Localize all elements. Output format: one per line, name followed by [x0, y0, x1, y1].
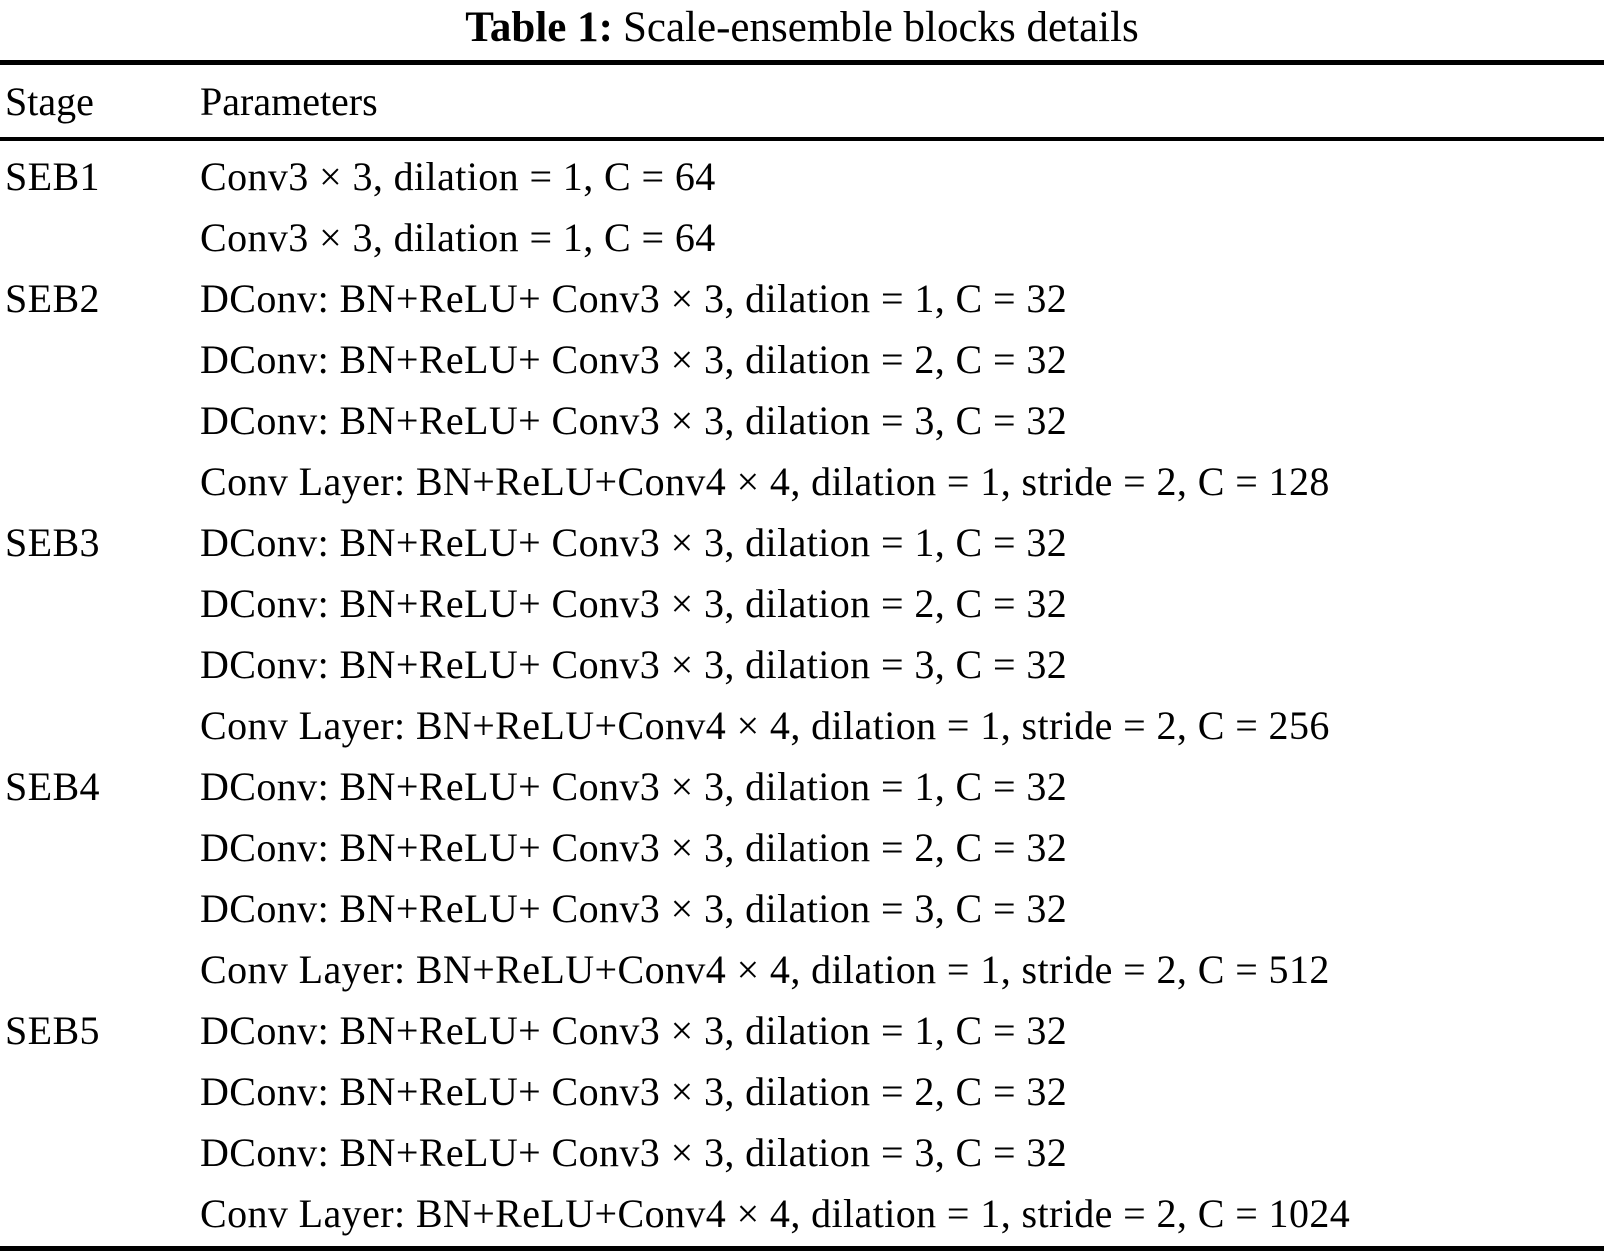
stage-column-header: Stage	[5, 78, 94, 124]
parameter-cell: DConv: BN+ReLU+ Conv3 × 3, dilation = 3,…	[200, 642, 1068, 687]
table-caption-number: Table 1:	[465, 4, 613, 51]
parameter-cell: Conv Layer: BN+ReLU+Conv4 × 4, dilation …	[200, 947, 1330, 992]
table-row: SEB1 Conv3 × 3, dilation = 1, C = 64	[0, 146, 1604, 207]
parameter-cell: Conv Layer: BN+ReLU+Conv4 × 4, dilation …	[200, 1191, 1351, 1236]
stage-cell: SEB1	[5, 154, 100, 199]
parameter-cell: DConv: BN+ReLU+ Conv3 × 3, dilation = 3,…	[200, 886, 1068, 931]
table-row: DConv: BN+ReLU+ Conv3 × 3, dilation = 2,…	[0, 329, 1604, 390]
table-row: DConv: BN+ReLU+ Conv3 × 3, dilation = 2,…	[0, 817, 1604, 878]
top-rule	[0, 60, 1604, 65]
parameter-cell: DConv: BN+ReLU+ Conv3 × 3, dilation = 2,…	[200, 337, 1068, 382]
parameter-cell: DConv: BN+ReLU+ Conv3 × 3, dilation = 2,…	[200, 825, 1068, 870]
table-row: Conv Layer: BN+ReLU+Conv4 × 4, dilation …	[0, 939, 1604, 1000]
parameter-cell: DConv: BN+ReLU+ Conv3 × 3, dilation = 1,…	[200, 276, 1068, 321]
parameter-cell: DConv: BN+ReLU+ Conv3 × 3, dilation = 3,…	[200, 1130, 1068, 1175]
table-body: SEB1 Conv3 × 3, dilation = 1, C = 64 Con…	[0, 146, 1604, 1244]
parameter-cell: DConv: BN+ReLU+ Conv3 × 3, dilation = 1,…	[200, 520, 1068, 565]
table-row: SEB4 DConv: BN+ReLU+ Conv3 × 3, dilation…	[0, 756, 1604, 817]
table-row: DConv: BN+ReLU+ Conv3 × 3, dilation = 3,…	[0, 634, 1604, 695]
stage-cell: SEB2	[5, 276, 100, 321]
table-row: DConv: BN+ReLU+ Conv3 × 3, dilation = 3,…	[0, 878, 1604, 939]
table-row: Conv Layer: BN+ReLU+Conv4 × 4, dilation …	[0, 695, 1604, 756]
parameter-cell: Conv Layer: BN+ReLU+Conv4 × 4, dilation …	[200, 703, 1330, 748]
table-row: SEB5 DConv: BN+ReLU+ Conv3 × 3, dilation…	[0, 1000, 1604, 1061]
parameter-cell: Conv3 × 3, dilation = 1, C = 64	[200, 215, 716, 260]
table-row: Conv3 × 3, dilation = 1, C = 64	[0, 207, 1604, 268]
table-row: Conv Layer: BN+ReLU+Conv4 × 4, dilation …	[0, 451, 1604, 512]
parameter-cell: Conv Layer: BN+ReLU+Conv4 × 4, dilation …	[200, 459, 1330, 504]
parameters-column-header: Parameters	[200, 78, 378, 124]
table-row: SEB3 DConv: BN+ReLU+ Conv3 × 3, dilation…	[0, 512, 1604, 573]
table-row: DConv: BN+ReLU+ Conv3 × 3, dilation = 2,…	[0, 1061, 1604, 1122]
bottom-rule	[0, 1246, 1604, 1251]
table-row: DConv: BN+ReLU+ Conv3 × 3, dilation = 3,…	[0, 1122, 1604, 1183]
parameter-cell: DConv: BN+ReLU+ Conv3 × 3, dilation = 2,…	[200, 1069, 1068, 1114]
parameter-cell: DConv: BN+ReLU+ Conv3 × 3, dilation = 3,…	[200, 398, 1068, 443]
table-caption-title: Scale-ensemble blocks details	[622, 4, 1139, 51]
parameter-cell: DConv: BN+ReLU+ Conv3 × 3, dilation = 1,…	[200, 1008, 1068, 1053]
stage-cell: SEB3	[5, 520, 100, 565]
table-row: DConv: BN+ReLU+ Conv3 × 3, dilation = 3,…	[0, 390, 1604, 451]
parameter-cell: Conv3 × 3, dilation = 1, C = 64	[200, 154, 716, 199]
table-header-row: Stage Parameters	[0, 65, 1604, 137]
table-row: DConv: BN+ReLU+ Conv3 × 3, dilation = 2,…	[0, 573, 1604, 634]
parameter-cell: DConv: BN+ReLU+ Conv3 × 3, dilation = 2,…	[200, 581, 1068, 626]
parameter-cell: DConv: BN+ReLU+ Conv3 × 3, dilation = 1,…	[200, 764, 1068, 809]
stage-cell: SEB4	[5, 764, 100, 809]
table-row: SEB2 DConv: BN+ReLU+ Conv3 × 3, dilation…	[0, 268, 1604, 329]
table-row: Conv Layer: BN+ReLU+Conv4 × 4, dilation …	[0, 1183, 1604, 1244]
table-caption: Table 1:Scale-ensemble blocks details	[0, 2, 1604, 54]
stage-cell: SEB5	[5, 1008, 100, 1053]
header-rule	[0, 137, 1604, 141]
